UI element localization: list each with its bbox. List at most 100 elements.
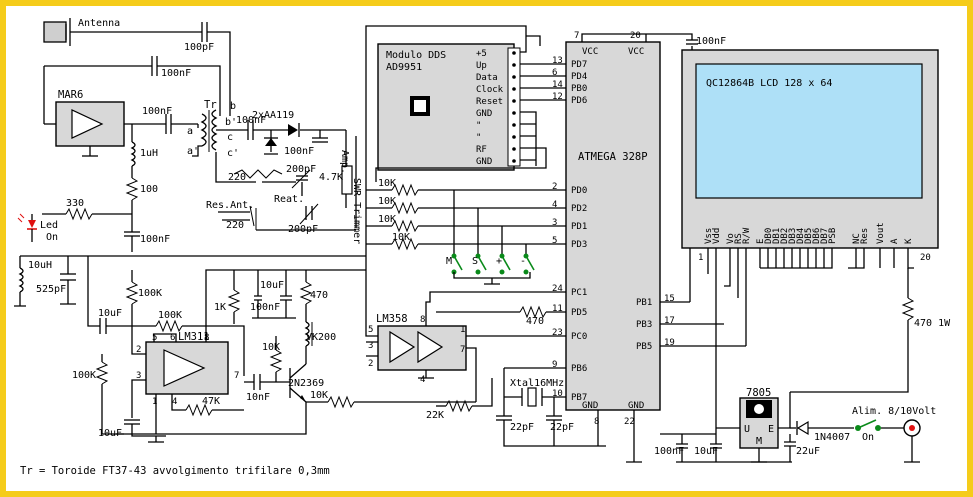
dds-pin-dot [512,135,516,139]
pullup-resistor [391,237,419,251]
mcu-pin-name: PD7 [571,60,587,70]
mcu-pin-name: PD0 [571,186,587,196]
mcu-pin-number: 10 [552,389,563,399]
mcu-pin-number: 13 [552,56,563,66]
r-10K-q-label: 10K [262,342,280,353]
toroid-transformer [200,109,218,152]
power-switch [855,419,881,431]
regulator-7805 [739,397,779,449]
lcd-pin-label: DB4 [796,228,806,244]
lcd-pin-label: DB3 [788,228,798,244]
reg-pin-m: M [756,436,762,447]
mcu-pin-name: PB1 [636,298,652,308]
lcd-module [681,49,939,249]
tap-b: b [230,101,236,112]
switch-minus-label: - [520,256,526,267]
switch-m-label: M [446,256,452,267]
mcu-pin-number: 15 [664,294,675,304]
lm358-pin3: 3 [368,341,373,351]
atmega328p [565,41,661,411]
lm311-pin1: 1 [152,397,157,407]
dds-pin-label: Reset [476,97,503,107]
footer-note: Tr = Toroide FT37-43 avvolgimento trifil… [20,465,330,477]
mcu-pin-number: 4 [552,200,557,210]
mcu-pin8: 8 [594,417,599,427]
tap-c: c [227,132,233,143]
schematic: Antenna 100pF 100nF MAR6 100nF Tr a a' b… [14,18,951,477]
switch-on-label: On [862,432,874,443]
mcu-pin-name: PD6 [571,96,587,106]
mcu-pin-number: 24 [552,284,563,294]
lcd-pin-label: Vdd [712,228,722,244]
dds-pin-dot [512,99,516,103]
r-22K-label: 22K [426,410,444,421]
switch-lever [453,255,463,271]
mcu-pin-name: PB0 [571,84,587,94]
lm311-pin8: 8 [204,333,209,343]
lcd-label: QC12864B LCD 128 x 64 [706,78,832,89]
cap-100nF-d-label: 100nF [284,146,314,157]
power-label: Alim. 8/10Volt [852,406,936,417]
r-100K-c-label: 100K [72,370,96,381]
dds-pin-dot [512,63,516,67]
dds-pin-dot [512,87,516,91]
tap-b2: b' [225,117,237,128]
lm358-pin1: 1 [460,325,465,335]
lcd-pin-label: DB6 [812,228,822,244]
cap-100pF-label: 100pF [184,42,214,53]
dds-pin-label: +5 [476,49,487,59]
mcu-pin-number: 14 [552,80,563,90]
lcd-pin-label: Vout [876,222,886,244]
lm358-pin7: 7 [460,345,465,355]
lcd-pin-label: E [756,239,766,244]
antenna-label: Antenna [78,18,120,29]
lm311-pin4: 4 [172,397,177,407]
diode-label: 1N4007 [814,432,850,443]
l-1uH-label: 1uH [140,148,158,159]
switch-lever [477,255,487,271]
dds-pin-dot [512,51,516,55]
lcd-pin-label: DB7 [820,228,830,244]
vk200-label: VK200 [306,332,336,343]
lcd-pin-label: NC [852,233,862,244]
mcu-label: ATMEGA 328P [578,151,648,163]
r-330-label: 330 [66,198,84,209]
lcd-pin20: 20 [920,253,931,263]
diodes-label: 2xAA119 [252,110,294,121]
mcu-pin-name: PB7 [571,393,587,403]
lm358-label: LM358 [376,313,408,325]
mcu-gnd2: GND [628,401,644,411]
mcu-pin-name: PD4 [571,72,587,82]
lm358-pin8: 8 [420,315,425,325]
mcu-pin-number: 7 [574,31,579,41]
switch-plus-label: + [496,256,502,267]
r-10K-3-label: 10K [378,214,396,225]
dds-pin-label: GND [476,157,492,167]
lm358-pin5: 5 [368,325,373,335]
antenna-connector [43,18,71,46]
r-10K-4-label: 10K [392,232,410,243]
switch-s-label: S [472,256,478,267]
res-ant-label: Res.Ant. [206,200,254,211]
r-4k7-label: 4.7K [319,172,343,183]
lm311-pin5: 5 [152,333,157,343]
capacitor-100nF-top [151,56,158,76]
led-on-label: On [46,232,58,243]
dds-pin-label: Up [476,61,487,71]
mcu-pin-name: PC0 [571,332,587,342]
cap-100nF-e-label: 100nF [250,302,280,313]
dds-pin-dot [512,147,516,151]
switch-lever [501,255,511,271]
capacitor-100pF-top [201,22,208,42]
cap-100nF-mar-label: 100nF [142,106,172,117]
mcu-pin-name: PB3 [636,320,652,330]
dds-pin-label: " [476,121,481,131]
mcu-pin-name: PB6 [571,364,587,374]
lm358-pin2: 2 [368,359,373,369]
dds-pin-label: Clock [476,85,504,95]
dds-model: AD9951 [386,62,422,73]
mar6-label: MAR6 [58,89,83,101]
